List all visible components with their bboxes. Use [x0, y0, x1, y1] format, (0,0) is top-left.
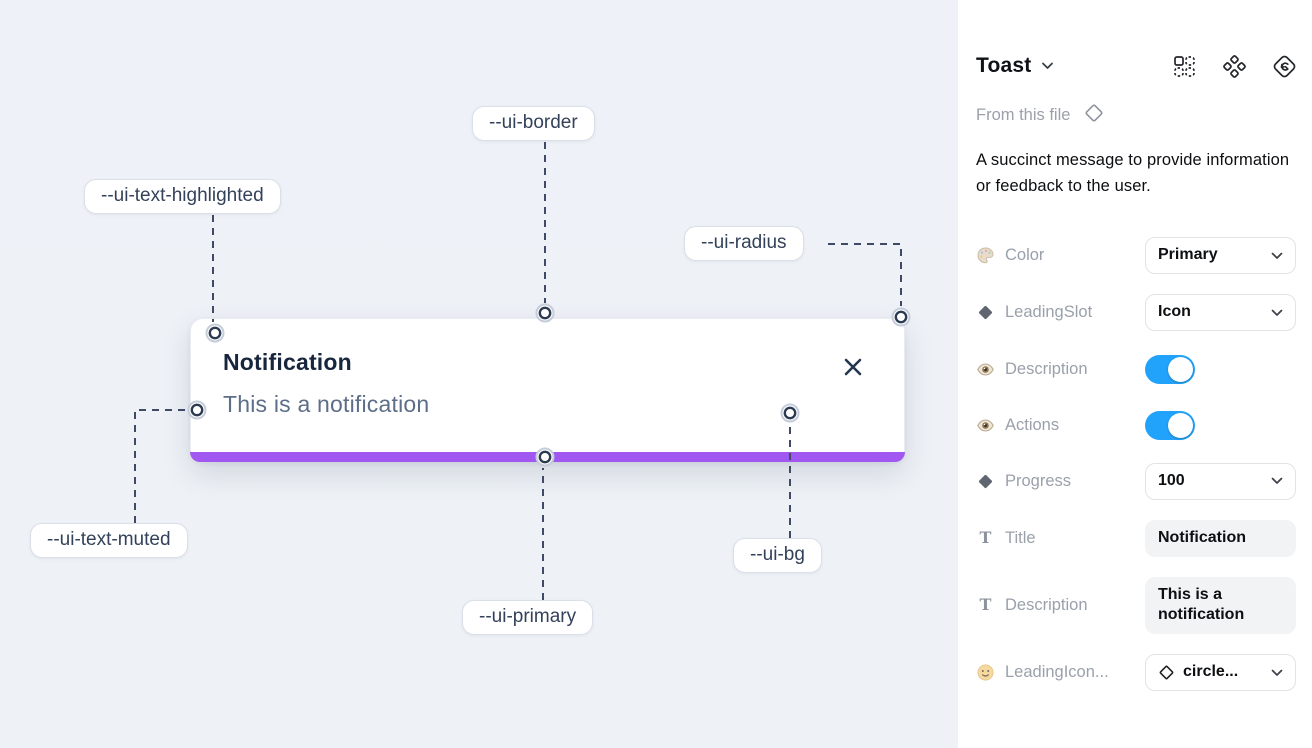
- css-var-label-ui-text-highlighted[interactable]: --ui-text-highlighted: [84, 179, 281, 214]
- toast-close-button[interactable]: [841, 355, 865, 379]
- property-row-leadingicon: LeadingIcon... circle...: [976, 654, 1296, 692]
- title-input[interactable]: Notification: [1145, 519, 1296, 557]
- diamond-icon: [976, 303, 995, 322]
- eye-icon: [976, 416, 995, 435]
- property-name: Color: [1005, 246, 1045, 265]
- component-selector[interactable]: Toast: [976, 54, 1054, 78]
- actions-toggle[interactable]: [1145, 410, 1195, 440]
- property-label: LeadingIcon...: [976, 663, 1145, 682]
- property-row-description: T Description This is a notification: [976, 576, 1296, 635]
- chevron-down-icon: [1271, 669, 1283, 677]
- property-label: T Title: [976, 529, 1145, 548]
- instance-grid-icon[interactable]: [1173, 55, 1196, 78]
- chevron-down-icon: [1271, 477, 1283, 485]
- toggle-knob: [1168, 356, 1193, 382]
- property-name: LeadingSlot: [1005, 303, 1093, 322]
- css-var-label-ui-text-muted[interactable]: --ui-text-muted: [30, 523, 188, 558]
- component-description: A succinct message to provide informatio…: [976, 151, 1290, 195]
- selected-value: circle...: [1183, 663, 1239, 681]
- property-label: LeadingSlot: [976, 303, 1145, 322]
- smiley-icon: [976, 663, 995, 682]
- property-name: Title: [1005, 528, 1036, 547]
- property-label: Color: [976, 246, 1145, 265]
- property-row-leadingslot: LeadingSlot Icon: [976, 294, 1296, 332]
- canvas: Notification This is a notification --ui…: [0, 0, 958, 748]
- description-input[interactable]: This is a notification: [1145, 576, 1296, 635]
- source-label: From this file: [976, 106, 1071, 124]
- toast-description: This is a notification: [223, 391, 430, 417]
- properties-panel: Toast From this file A succinct message …: [958, 0, 1312, 748]
- progress-select[interactable]: 100: [1145, 463, 1296, 500]
- field-value: This is a notification: [1158, 585, 1245, 624]
- variants-icon[interactable]: [1223, 54, 1246, 78]
- diamond-icon: [976, 472, 995, 491]
- diamond-outline-icon: [1158, 664, 1175, 681]
- property-row-description: Description: [976, 351, 1296, 387]
- text-icon: T: [979, 528, 992, 548]
- panel-title: Toast: [976, 54, 1032, 77]
- toggle-knob: [1168, 412, 1193, 438]
- property-label: T Description: [976, 596, 1145, 615]
- property-name: Progress: [1005, 471, 1072, 490]
- property-label: Description: [976, 360, 1145, 379]
- color-select[interactable]: Primary: [1145, 237, 1296, 275]
- selected-value: Icon: [1158, 303, 1191, 321]
- selected-value: Primary: [1158, 246, 1218, 264]
- css-var-label-ui-bg[interactable]: --ui-bg: [733, 538, 822, 573]
- property-name: Description: [1005, 359, 1088, 378]
- palette-icon: [976, 246, 995, 265]
- toast-title: Notification: [223, 349, 352, 375]
- text-icon: T: [979, 595, 992, 615]
- eye-icon: [976, 360, 995, 379]
- description-toggle[interactable]: [1145, 354, 1195, 384]
- property-row-progress: Progress 100: [976, 463, 1296, 500]
- leadingicon-select[interactable]: circle...: [1145, 654, 1296, 692]
- component-diamond-icon: [1083, 102, 1105, 129]
- toast-component[interactable]: Notification This is a notification: [190, 318, 905, 462]
- property-row-actions: Actions: [976, 407, 1296, 443]
- css-var-label-ui-radius[interactable]: --ui-radius: [684, 226, 804, 261]
- property-label: Actions: [976, 416, 1145, 435]
- chevron-down-icon: [1271, 252, 1283, 260]
- leadingslot-select[interactable]: Icon: [1145, 294, 1296, 332]
- property-name: Description: [1005, 595, 1088, 614]
- property-name: LeadingIcon...: [1005, 663, 1109, 682]
- css-var-label-ui-primary[interactable]: --ui-primary: [462, 600, 594, 635]
- property-row-color: Color Primary: [976, 237, 1296, 275]
- revert-icon[interactable]: [1273, 55, 1296, 78]
- field-value: Notification: [1158, 528, 1246, 546]
- close-icon: [841, 358, 865, 383]
- toast-progress-bar: [190, 452, 905, 462]
- property-name: Actions: [1005, 415, 1060, 434]
- selected-value: 100: [1158, 472, 1185, 490]
- css-var-label-ui-border[interactable]: --ui-border: [472, 106, 595, 141]
- property-label: Progress: [976, 472, 1145, 491]
- chevron-down-icon: [1041, 57, 1054, 75]
- property-row-title: T Title Notification: [976, 519, 1296, 557]
- chevron-down-icon: [1271, 309, 1283, 317]
